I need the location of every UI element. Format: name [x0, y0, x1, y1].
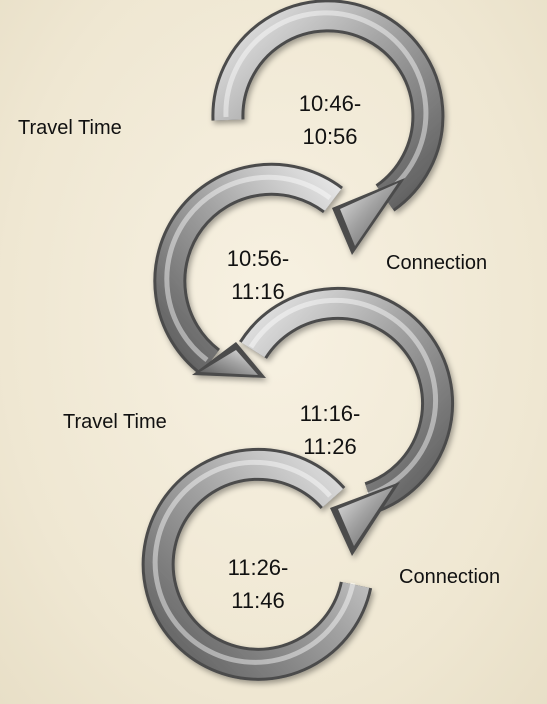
step-2-time-start: 10:56-: [203, 242, 313, 275]
step-3-time-end: 11:26: [275, 430, 385, 463]
step-1-time-end: 10:56: [275, 120, 385, 153]
step-1-time: 10:46- 10:56: [275, 87, 385, 153]
step-1-time-start: 10:46-: [275, 87, 385, 120]
step-2-time: 10:56- 11:16: [203, 242, 313, 308]
step-2-label: Connection: [386, 252, 487, 275]
step-3-time-start: 11:16-: [275, 397, 385, 430]
step-4-time: 11:26- 11:46: [203, 551, 313, 617]
step-4-time-end: 11:46: [203, 584, 313, 617]
step-3-label: Travel Time: [63, 411, 167, 434]
step-4-time-start: 11:26-: [203, 551, 313, 584]
step-4-label: Connection: [399, 566, 500, 589]
step-1-label: Travel Time: [18, 117, 122, 140]
step-3-time: 11:16- 11:26: [275, 397, 385, 463]
step-2-time-end: 11:16: [203, 275, 313, 308]
